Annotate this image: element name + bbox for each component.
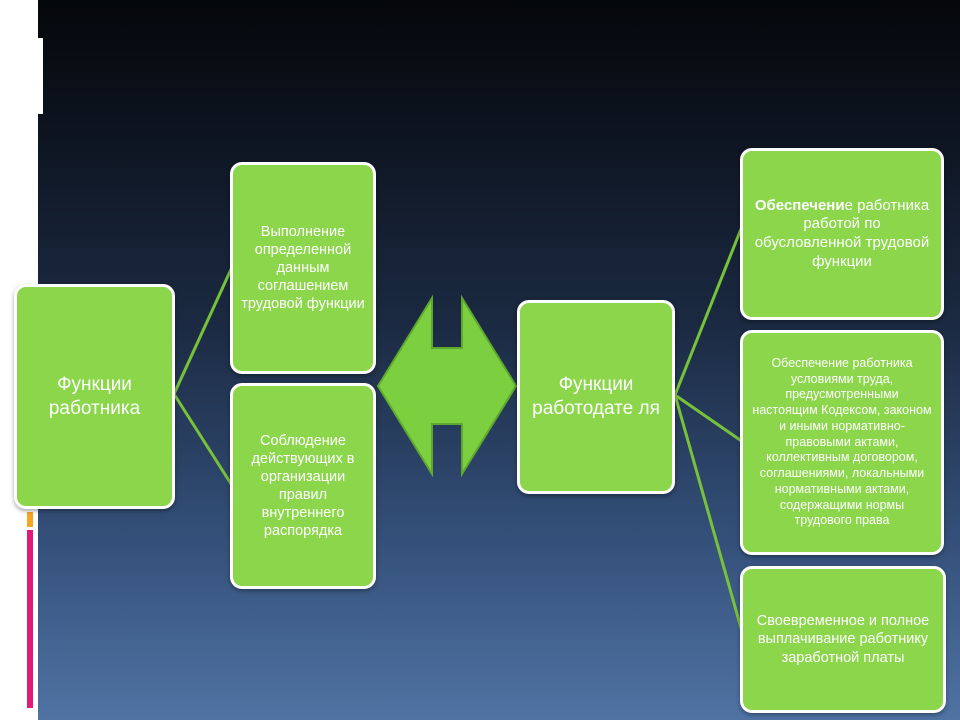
employer-functions-node: Функции работодате ля xyxy=(517,300,675,494)
employee-functions-node: Функции работника xyxy=(14,284,175,509)
connector-left-bottom xyxy=(172,393,235,488)
accent-bar-pink xyxy=(27,530,33,708)
employee-function-2: Соблюдение действующих в организации пра… xyxy=(230,383,376,589)
accent-bar-orange xyxy=(27,512,33,527)
connector-right-bottom xyxy=(673,394,745,636)
connector-right-top xyxy=(673,223,745,396)
emphasis-text: Обеспечени xyxy=(754,196,845,214)
double-arrow-icon xyxy=(376,294,518,478)
employer-function-2: Обеспечение работника условиями труда, п… xyxy=(740,330,944,555)
connector-left-top xyxy=(172,264,235,395)
employer-function-3: Своевременное и полное выплачивание рабо… xyxy=(740,566,946,713)
employee-function-1: Выполнение определенной данным соглашени… xyxy=(230,162,376,374)
connector-right-middle xyxy=(674,393,744,444)
employer-function-1: Обеспечение работника работой по обуслов… xyxy=(740,148,944,320)
function-text: е работника работой по обусловленной тру… xyxy=(754,196,930,270)
decorative-stripes-icon xyxy=(21,38,43,114)
